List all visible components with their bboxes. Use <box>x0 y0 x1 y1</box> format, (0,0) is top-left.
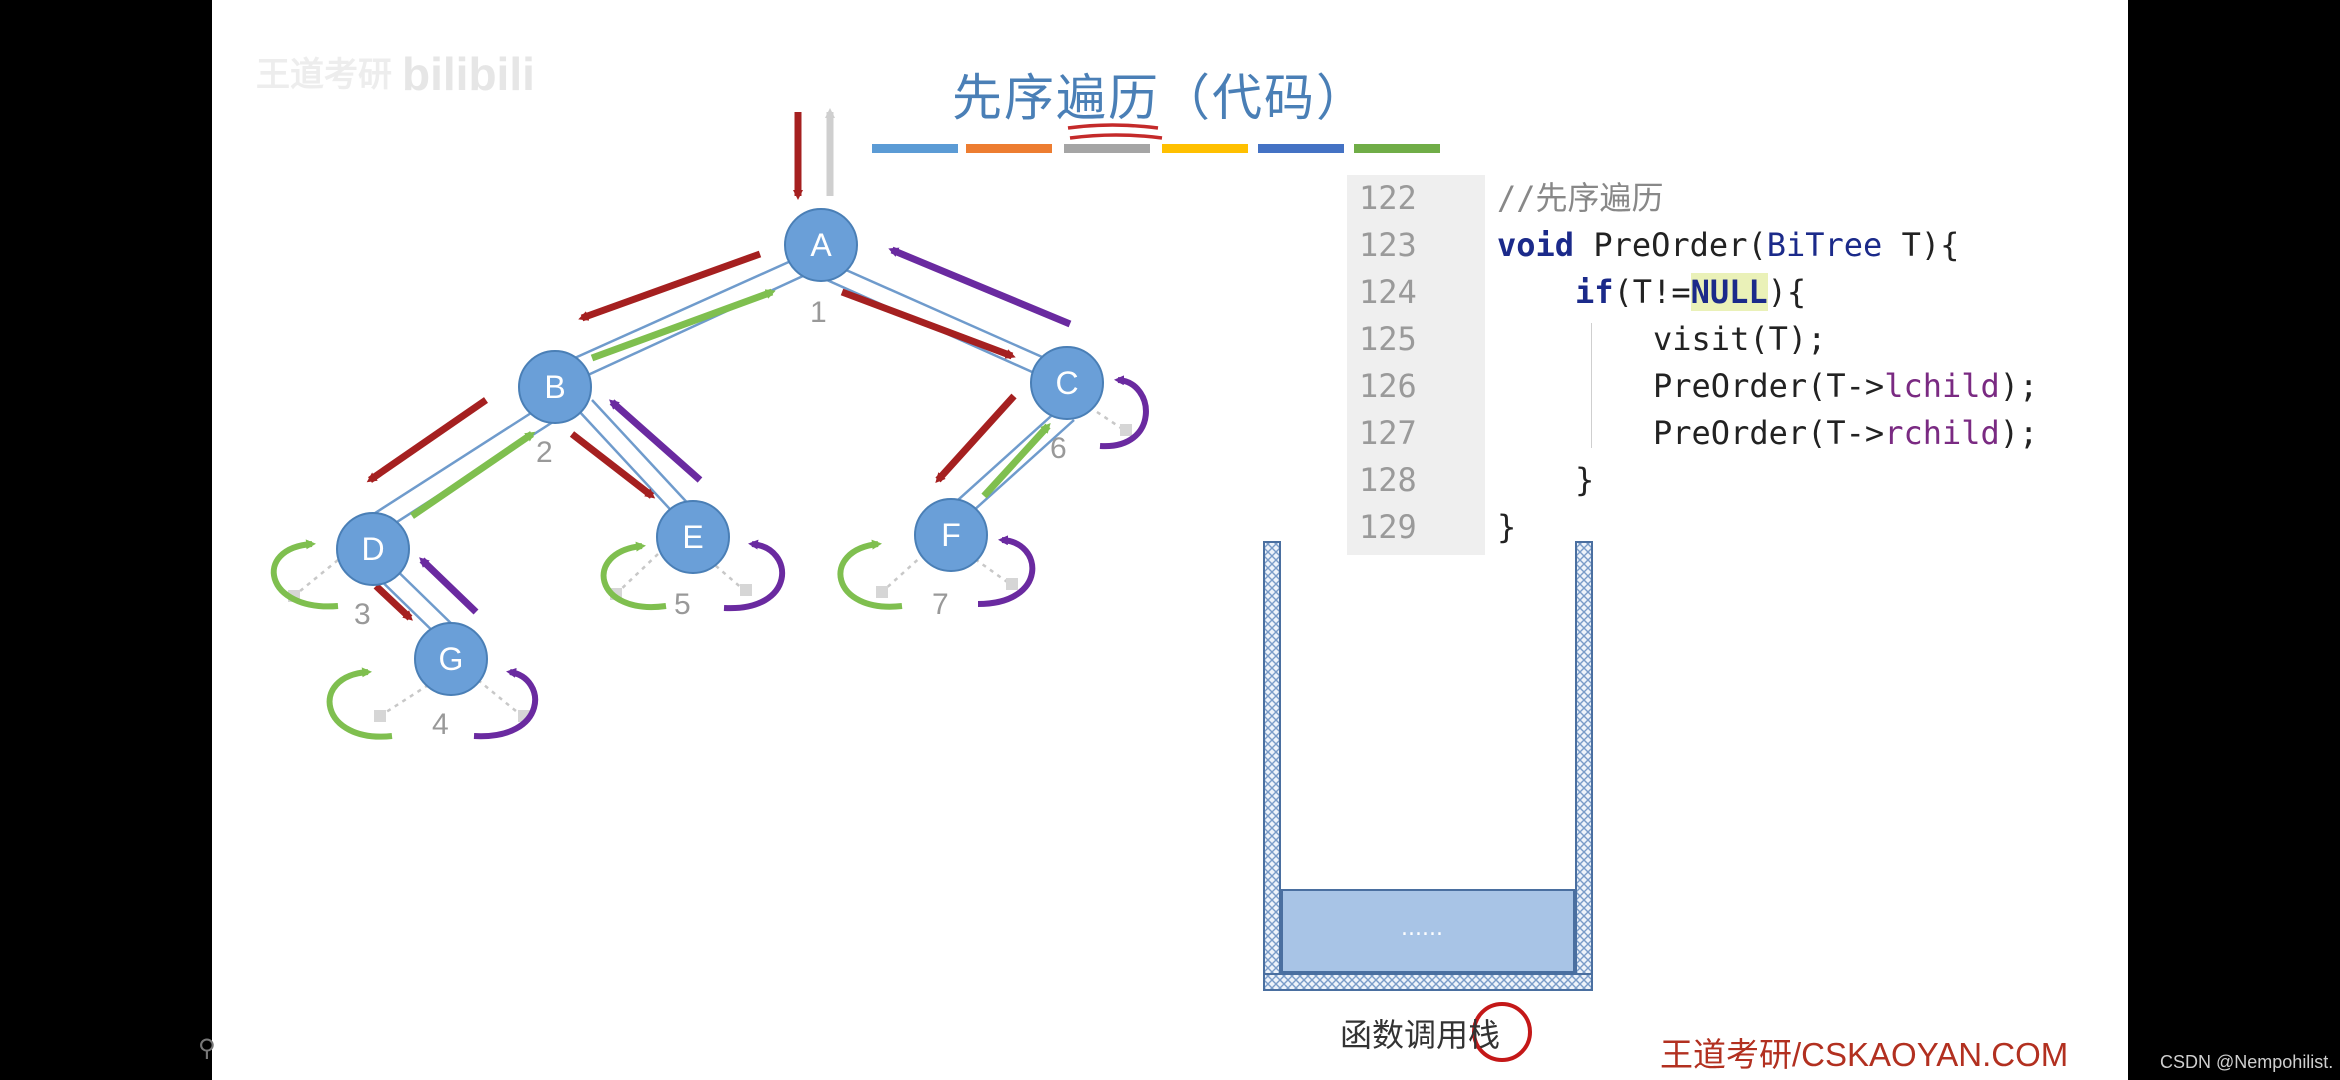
visit-order-C: 6 <box>1050 432 1067 465</box>
csdn-watermark: CSDN @Nempohilist. <box>2160 1052 2334 1072</box>
tree-node-G: G <box>414 622 488 696</box>
tree-node-F: F <box>914 498 988 572</box>
tree-node-A: A <box>784 208 858 282</box>
color-legend-bar <box>872 144 1440 153</box>
code-line-122: 122 //先序遍历 <box>1359 179 1664 217</box>
slide-title: 先序遍历（代码） <box>952 69 1368 127</box>
code-line-127: 127 PreOrder(T->rchild); <box>1359 414 2039 452</box>
line-number-gutter <box>1347 175 1485 555</box>
indent-guide <box>1591 323 1592 448</box>
title-underline-scribble <box>1067 123 1163 140</box>
tree-node-D: D <box>336 512 410 586</box>
visit-order-E: 5 <box>674 588 691 621</box>
code-line-124: 124 if(T!=NULL){ <box>1359 273 1807 311</box>
stack-char-circle <box>1472 1002 1532 1062</box>
tree-node-B: B <box>518 350 592 424</box>
code-line-129: 129 } <box>1359 508 1517 546</box>
slide: 王道考研 bilibili 先序遍历（代码） <box>212 0 2128 1080</box>
stack-frame <box>1281 889 1575 973</box>
code-line-123: 123 void PreOrder(BiTree T){ <box>1359 226 1960 264</box>
tree-node-C: C <box>1030 346 1104 420</box>
code-line-128: 128 } <box>1359 461 1595 499</box>
visit-order-G: 4 <box>432 708 449 741</box>
tree-node-E: E <box>656 500 730 574</box>
visit-order-F: 7 <box>932 588 949 621</box>
call-stack-container <box>1263 541 1593 991</box>
watermark-logo: 王道考研 bilibili <box>256 48 535 100</box>
visit-order-B: 2 <box>536 436 553 469</box>
code-editor: 122 //先序遍历 123 void PreOrder(BiTree T){ … <box>1347 175 2128 555</box>
svg-text:王道考研: 王道考研 <box>256 56 392 94</box>
stack-frame-text: ...... <box>1401 916 1443 941</box>
code-line-126: 126 PreOrder(T->lchild); <box>1359 367 2039 405</box>
svg-text:bilibili: bilibili <box>402 48 535 100</box>
visit-order-D: 3 <box>354 598 371 631</box>
search-icon: ⚲ <box>198 1034 216 1062</box>
code-line-125: 125 visit(T); <box>1359 320 1827 358</box>
footer-brand: 王道考研/CSKAOYAN.COM <box>1660 1036 2069 1073</box>
tree-diagram <box>270 108 1593 1062</box>
visit-order-A: 1 <box>810 296 827 329</box>
call-stack-label: 函数调用栈 <box>1340 1016 1501 1054</box>
